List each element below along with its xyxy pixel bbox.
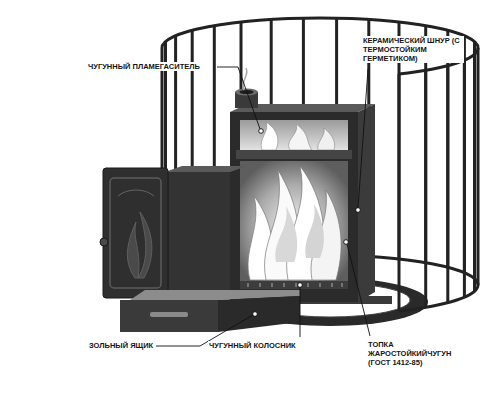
leader-lines — [156, 67, 370, 346]
fire-tunnel — [165, 172, 230, 292]
grate — [240, 281, 348, 289]
grate-slot — [283, 283, 284, 287]
cage-rail — [399, 285, 478, 311]
flame — [318, 128, 335, 150]
ash-box-front — [120, 300, 218, 332]
part-label: ТОПКА ЖАРОСТОЙКИЙЧУГУН (ГОСТ 1412-85) — [367, 340, 469, 367]
cage-bar — [424, 70, 427, 307]
door-panel — [110, 178, 161, 288]
damper-chamber — [240, 120, 348, 150]
grate-slot — [341, 283, 342, 287]
grate-slot — [247, 283, 248, 287]
firebox-interior — [240, 161, 348, 281]
flame-core — [305, 204, 324, 258]
leader-dot — [344, 240, 349, 245]
cage-bar — [473, 54, 476, 291]
grate-slot — [307, 283, 308, 287]
part-label: ЧУГУННЫЙ ПЛАМЕГАСИТЕЛЬ — [87, 62, 201, 71]
leader-dots — [253, 129, 361, 317]
cage-bar — [477, 48, 480, 285]
leader-line — [358, 69, 368, 208]
cage-front — [399, 48, 478, 311]
flame — [261, 122, 278, 150]
part-label: КЕРАМИЧЕСКИЙ ШНУР (С ТЕРМОСТОЙКИМ ГЕРМЕТ… — [362, 36, 464, 63]
flame-core — [275, 206, 297, 262]
grate-slot — [331, 283, 332, 287]
ash-box-handle — [150, 312, 188, 317]
stove-side — [358, 104, 375, 302]
tunnel-top — [165, 166, 247, 172]
stove-body — [230, 112, 358, 302]
grate-slots — [248, 283, 342, 287]
grate-slot — [295, 283, 296, 287]
leader-dot — [259, 129, 264, 134]
flame — [289, 124, 312, 150]
grate-slot — [259, 283, 260, 287]
cage-bar — [398, 74, 401, 311]
leader-line — [217, 67, 260, 129]
cage-bar — [446, 66, 449, 303]
stove-door — [103, 168, 168, 298]
part-label: ЧУГУННЫЙ КОЛОСНИК — [208, 341, 297, 350]
door-ornament — [118, 190, 154, 196]
cage-bar — [463, 60, 466, 297]
leader-dot — [356, 208, 361, 213]
grate-slot — [271, 283, 272, 287]
leader-line — [300, 287, 301, 337]
leader-dot — [253, 312, 258, 317]
grate-slot — [319, 283, 320, 287]
door-ornament — [127, 212, 151, 278]
leader-line — [347, 244, 370, 336]
part-label: ЗОЛЬНЫЙ ЯЩИК — [88, 341, 154, 350]
flame-damper-plate — [236, 150, 352, 159]
door-handle — [100, 238, 108, 246]
ash-box-side — [218, 296, 300, 332]
leader-dot — [298, 283, 303, 288]
